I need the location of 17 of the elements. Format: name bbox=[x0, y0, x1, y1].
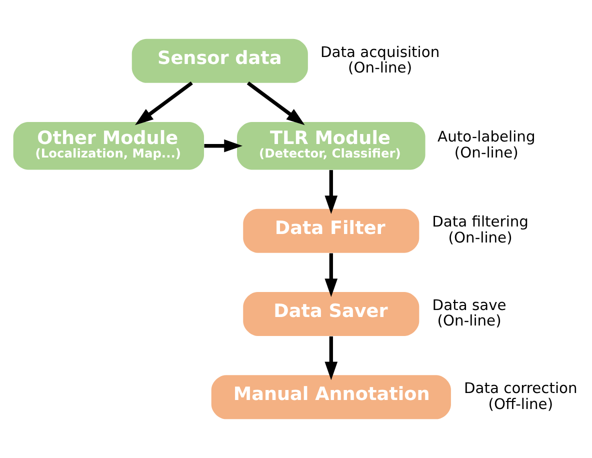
node-label: Auto-labeling (On-line) bbox=[438, 128, 536, 162]
arrow bbox=[324, 336, 338, 380]
node-box: Data Saver bbox=[243, 292, 420, 336]
node-label: Data save (On-line) bbox=[432, 296, 506, 330]
arrow bbox=[204, 139, 243, 152]
node-box: Data Filter bbox=[243, 208, 420, 253]
node-box: Other Module (Localization, Map...) bbox=[13, 122, 204, 170]
node-label: Data filtering (On-line) bbox=[432, 214, 529, 247]
arrow bbox=[324, 170, 338, 214]
arrow bbox=[324, 253, 338, 297]
node-label: Data correction (Off-line) bbox=[464, 380, 578, 413]
node-box: Sensor data bbox=[132, 38, 308, 83]
arrow bbox=[246, 81, 305, 126]
arrow bbox=[135, 81, 193, 126]
node-label: Data acquisition (On-line) bbox=[320, 44, 440, 77]
node-box: Manual Annotation bbox=[211, 375, 451, 420]
node-box: TLR Module (Detector, Classifier) bbox=[237, 122, 426, 170]
